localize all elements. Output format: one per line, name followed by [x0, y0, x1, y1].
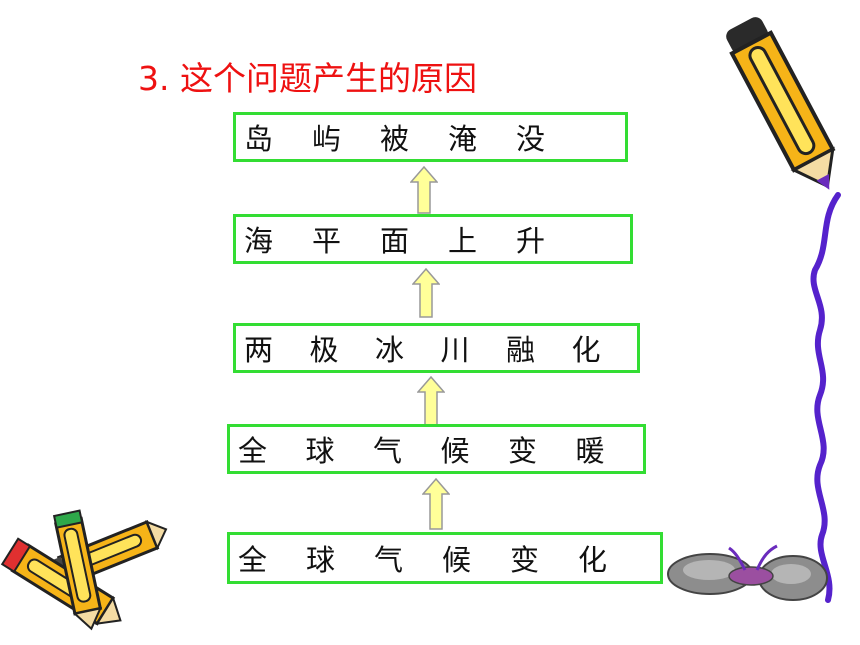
flow-box-global-climate-change: 全 球 气 候 变 化 — [227, 532, 663, 584]
box-char: 面 — [380, 224, 410, 258]
box-char: 淹 — [448, 122, 478, 156]
up-arrow-icon — [410, 166, 438, 214]
butterfly-icon — [667, 544, 828, 601]
box-char: 球 — [305, 434, 335, 468]
box-char: 球 — [306, 543, 336, 577]
up-arrow-icon — [412, 268, 440, 318]
box-char: 全 — [238, 543, 268, 577]
box-char: 融 — [506, 333, 536, 367]
box-char: 岛 — [244, 122, 274, 156]
pencils-icon — [0, 509, 168, 631]
box-char: 海 — [244, 224, 274, 258]
box-char: 没 — [516, 122, 546, 156]
up-arrow-icon — [422, 478, 450, 530]
flow-box-global-warming: 全 球 气 候 变 暖 — [227, 424, 646, 474]
box-char: 两 — [244, 333, 274, 367]
box-char: 候 — [440, 434, 470, 468]
box-char: 被 — [380, 122, 410, 156]
box-char: 暖 — [575, 434, 605, 468]
up-arrow-icon — [417, 376, 445, 426]
slide-title: 3. 这个问题产生的原因 — [138, 59, 477, 98]
box-char: 化 — [578, 543, 608, 577]
box-char: 变 — [510, 543, 540, 577]
box-char: 屿 — [312, 122, 342, 156]
box-char: 极 — [309, 333, 339, 367]
flow-box-polar-ice-melt: 两 极 冰 川 融 化 — [233, 323, 640, 373]
box-char: 升 — [516, 224, 546, 258]
box-char: 冰 — [375, 333, 405, 367]
box-char: 川 — [440, 333, 470, 367]
flow-box-sea-level-rise: 海 平 面 上 升 — [233, 214, 633, 264]
box-char: 化 — [571, 333, 601, 367]
box-char: 气 — [373, 434, 403, 468]
box-char: 全 — [238, 434, 268, 468]
box-char: 气 — [374, 543, 404, 577]
wavy-line-icon — [810, 192, 841, 603]
box-char: 平 — [312, 224, 342, 258]
box-char: 候 — [442, 543, 472, 577]
flow-box-islands-submerged: 岛 屿 被 淹 没 — [233, 112, 628, 162]
pencil-icon — [726, 17, 836, 190]
box-char: 上 — [448, 224, 478, 258]
box-char: 变 — [508, 434, 538, 468]
